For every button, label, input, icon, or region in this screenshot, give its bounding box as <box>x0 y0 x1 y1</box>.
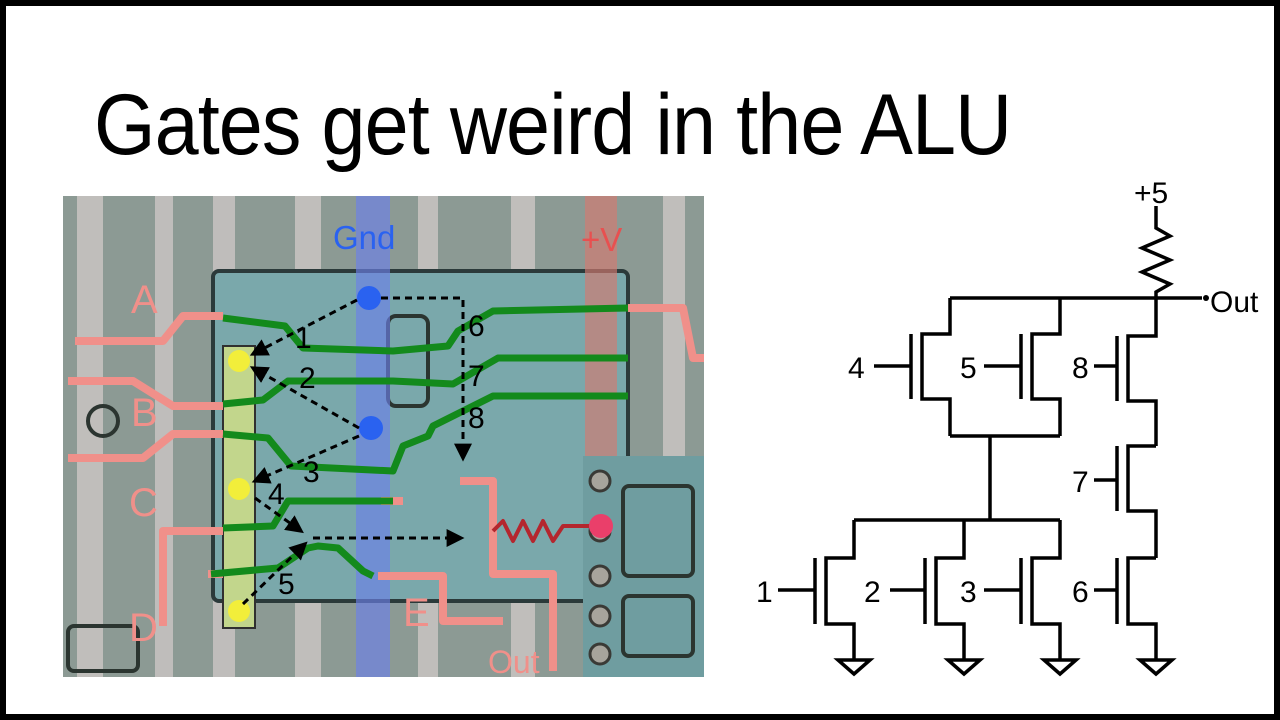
t3-label: 3 <box>303 456 320 489</box>
pullup-resistor <box>491 519 593 543</box>
input-b-label: B <box>131 391 158 435</box>
t4-label: 4 <box>268 478 285 511</box>
t5-label: 5 <box>278 568 295 601</box>
input-a-label: A <box>131 278 158 322</box>
die-photo-diagram: Gnd +V A B C D E Out 1 2 3 4 5 6 7 8 <box>63 196 704 677</box>
s8-label: 8 <box>1072 352 1089 385</box>
input-d-label: D <box>129 606 158 650</box>
schematic-labels: +5 Out 4 5 8 7 1 2 3 6 <box>756 177 1259 609</box>
t6-label: 6 <box>468 310 485 343</box>
ground-icon <box>1039 658 1081 677</box>
s2-label: 2 <box>864 576 881 609</box>
s7-label: 7 <box>1072 466 1089 499</box>
ground-symbols <box>833 658 1177 677</box>
t2-label: 2 <box>299 362 316 395</box>
vplus-bus <box>585 196 617 456</box>
vplus-label: +V <box>581 221 622 258</box>
input-traces <box>68 304 704 671</box>
input-e-label: E <box>403 591 430 635</box>
s6-label: 6 <box>1072 576 1089 609</box>
contact-d <box>228 600 250 622</box>
transistor-number-labels: 1 2 3 4 5 6 7 8 <box>268 310 485 601</box>
current-arrows <box>241 296 472 606</box>
transistor-schematic: +5 Out 4 5 8 7 1 2 3 6 <box>756 177 1259 677</box>
gnd-contact-mid <box>359 416 383 440</box>
s5-label: 5 <box>960 352 977 385</box>
poly-traces <box>210 304 629 580</box>
contact-c <box>228 478 250 500</box>
out-label-schematic: Out <box>1210 286 1259 319</box>
schematic-wires <box>778 206 1202 660</box>
gnd-label: Gnd <box>333 219 395 256</box>
t1-label: 1 <box>295 322 312 355</box>
vplus-node <box>589 514 613 538</box>
t8-label: 8 <box>468 402 485 435</box>
s1-label: 1 <box>756 576 773 609</box>
gnd-contact-top <box>357 286 381 310</box>
ground-icon <box>943 658 985 677</box>
slide-title: Gates get weird in the ALU <box>94 77 1012 173</box>
s3-label: 3 <box>960 576 977 609</box>
slide: Gates get weird in the ALU <box>6 6 1274 714</box>
t7-label: 7 <box>468 360 485 393</box>
die-ring <box>86 404 120 438</box>
ground-icon <box>1135 658 1177 677</box>
out-label-photo: Out <box>488 644 540 677</box>
input-c-label: C <box>129 481 158 525</box>
contact-a <box>228 350 250 372</box>
supply-label: +5 <box>1134 177 1168 210</box>
ground-icon <box>833 658 875 677</box>
s4-label: 4 <box>848 352 865 385</box>
out-node-dot <box>1203 295 1209 301</box>
